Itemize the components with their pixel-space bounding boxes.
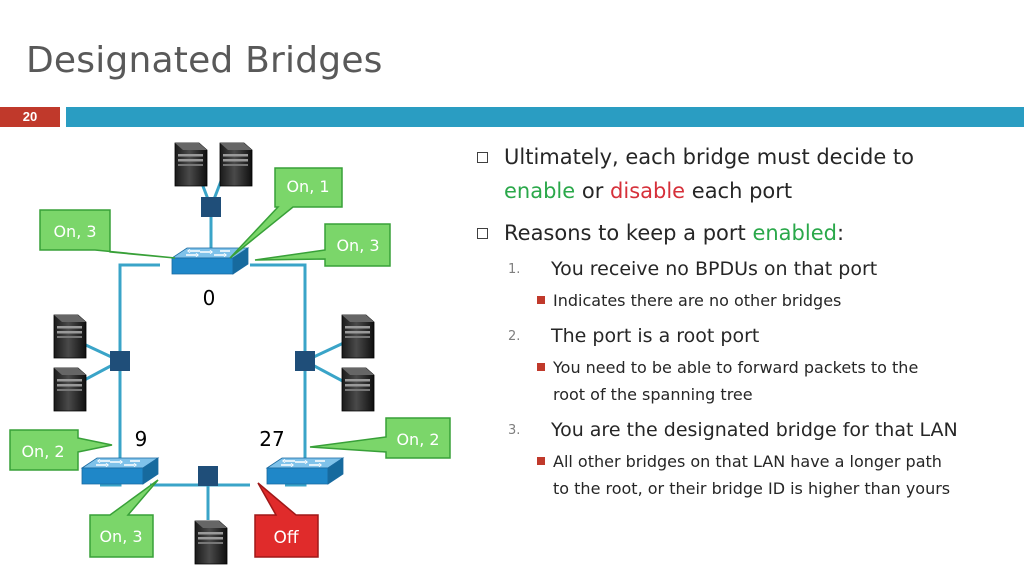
bridge-id-label: 27 [259, 427, 284, 451]
reason-item: 1. You receive no BPDUs on that port [474, 256, 1014, 282]
hub-left [110, 351, 130, 371]
bridge-id-label: 9 [135, 427, 148, 451]
callout-label: On, 2 [21, 442, 64, 461]
red-square-bullet-icon [537, 296, 545, 304]
callout-off-right-bottom: Off [254, 482, 319, 558]
callout-label: On, 1 [286, 177, 329, 196]
item-text: The port is a root port [551, 325, 760, 347]
subitem-text: You need to be able to forward packets t… [553, 358, 919, 377]
bullet-reasons: Reasons to keep a port enabled: [474, 216, 1014, 250]
bridge-id-label: 0 [203, 286, 216, 310]
switch-icon [81, 457, 159, 485]
callout-label: On, 3 [336, 236, 379, 255]
reason-subitem: You need to be able to forward packets t… [474, 354, 1014, 408]
hub-bottom [198, 466, 218, 486]
hub-right [295, 351, 315, 371]
red-square-bullet-icon [537, 457, 545, 465]
server-icon [341, 314, 375, 359]
hub-top [201, 197, 221, 217]
bullet-decide-ports: Ultimately, each bridge must decide to e… [474, 140, 1014, 208]
item-number: 1. [508, 262, 521, 277]
server-icon [219, 142, 253, 187]
server-icon [174, 142, 208, 187]
bullet-text: Ultimately, each bridge must decide to [504, 145, 914, 169]
item-number: 2. [508, 329, 521, 344]
keyword-enabled: enabled [752, 221, 837, 245]
subitem-text: to the root, or their bridge ID is highe… [553, 479, 951, 498]
reason-subitem: All other bridges on that LAN have a lon… [474, 448, 1014, 502]
item-text: You receive no BPDUs on that port [551, 258, 878, 280]
callout-label: On, 3 [99, 527, 142, 546]
item-number: 3. [508, 423, 521, 438]
bullet-text: each port [685, 179, 793, 203]
red-square-bullet-icon [537, 363, 545, 371]
callout-label: On, 3 [53, 222, 96, 241]
slide-title: Designated Bridges [26, 40, 383, 81]
server-icon [341, 367, 375, 412]
accent-bar [66, 107, 1024, 127]
callout-on-2-right: On, 2 [309, 417, 451, 459]
callout-on-2-left: On, 2 [9, 429, 113, 471]
callout-label: Off [273, 528, 299, 548]
reason-subitem: Indicates there are no other bridges [474, 287, 1014, 314]
bullet-list: Ultimately, each bridge must decide to e… [474, 140, 1014, 502]
subitem-text: Indicates there are no other bridges [553, 291, 842, 310]
server-icon [53, 314, 87, 359]
reason-item: 2. The port is a root port [474, 323, 1014, 349]
square-bullet-icon [477, 152, 488, 163]
callout-on-3-left-bottom: On, 3 [89, 479, 159, 558]
square-bullet-icon [477, 228, 488, 239]
subitem-text: All other bridges on that LAN have a lon… [553, 452, 942, 471]
reason-item: 3. You are the designated bridge for tha… [474, 417, 1014, 443]
item-text: You are the designated bridge for that L… [551, 419, 958, 441]
keyword-disable: disable [610, 179, 686, 203]
keyword-enable: enable [504, 179, 576, 203]
bullet-text: Reasons to keep a port [504, 221, 753, 245]
callout-on-3-root-left: On, 3 [39, 209, 176, 259]
callout-label: On, 2 [396, 430, 439, 449]
server-icon [194, 520, 228, 565]
callout-on-1-root-top: On, 1 [229, 167, 343, 259]
switch-icon [266, 457, 344, 485]
server-icon [53, 367, 87, 412]
bullet-text: or [575, 179, 611, 203]
callout-on-3-root-right: On, 3 [254, 223, 391, 267]
network-diagram: 0 9 27 On, 3 On, 1 On, 3 On, 2 On, 3 On,… [9, 142, 451, 565]
bullet-text: : [836, 221, 845, 245]
subitem-text: root of the spanning tree [553, 385, 753, 404]
page-number-badge: 20 [0, 107, 60, 127]
